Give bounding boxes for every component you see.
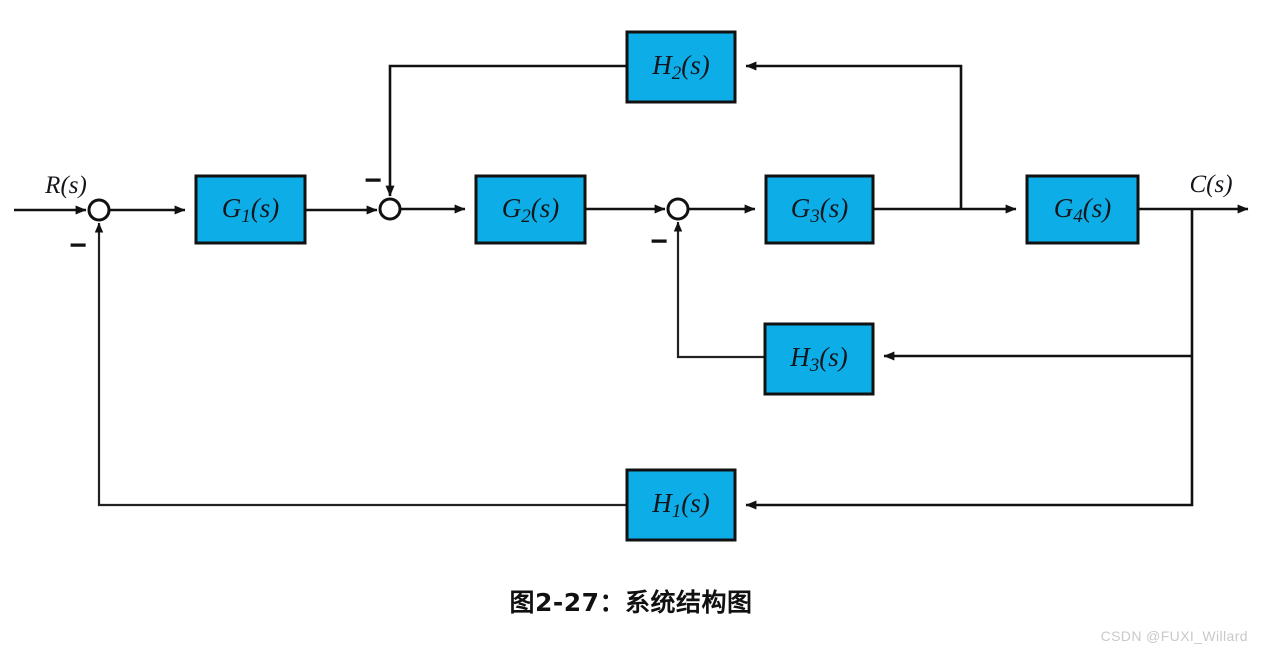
block-h1-rect (625, 468, 737, 542)
block-h2-label: H2(s) (651, 50, 710, 84)
output-signal-label: C(s) (1189, 171, 1232, 198)
block-g3-label: G3(s) (791, 193, 849, 227)
block-g2[interactable]: G2(s) (474, 174, 587, 245)
wire-tap-to-h2 (745, 61, 963, 209)
block-g4[interactable]: G4(s) (1025, 174, 1140, 245)
summing-junction-1[interactable] (87, 198, 111, 222)
summing-junction-2[interactable] (378, 197, 402, 221)
figure-caption: 图2-27：系统结构图 (509, 588, 753, 617)
wire-tap-to-h1 (745, 209, 1194, 510)
block-g2-rect (474, 174, 587, 245)
block-g1-rect (194, 174, 307, 245)
block-h3[interactable]: H3(s) (763, 322, 875, 396)
wire-h3-to-sum3 (673, 221, 765, 359)
block-h1-label: H1(s) (651, 488, 710, 522)
block-g3-rect (764, 174, 875, 245)
block-g1-label: G1(s) (222, 193, 280, 227)
sign-minus-junction-3: − (650, 225, 668, 258)
block-g1[interactable]: G1(s) (194, 174, 307, 245)
wire-h2-to-sum2 (385, 64, 627, 197)
sign-minus-junction-1: − (69, 229, 87, 262)
watermark-label: CSDN @FUXI_Willard (1100, 628, 1248, 644)
block-h2-rect (625, 30, 737, 104)
block-h3-rect (763, 322, 875, 396)
block-g3[interactable]: G3(s) (764, 174, 875, 245)
block-g2-label: G2(s) (502, 193, 560, 227)
sign-minus-junction-2: − (364, 164, 382, 197)
block-h2[interactable]: H2(s) (625, 30, 737, 104)
input-signal-label: R(s) (44, 172, 87, 199)
block-h1[interactable]: H1(s) (625, 468, 737, 542)
summing-junction-3[interactable] (666, 197, 690, 221)
block-g4-label: G4(s) (1054, 193, 1112, 227)
block-h3-label: H3(s) (789, 342, 848, 376)
wire-h1-to-sum1 (94, 222, 627, 507)
block-g4-rect (1025, 174, 1140, 245)
